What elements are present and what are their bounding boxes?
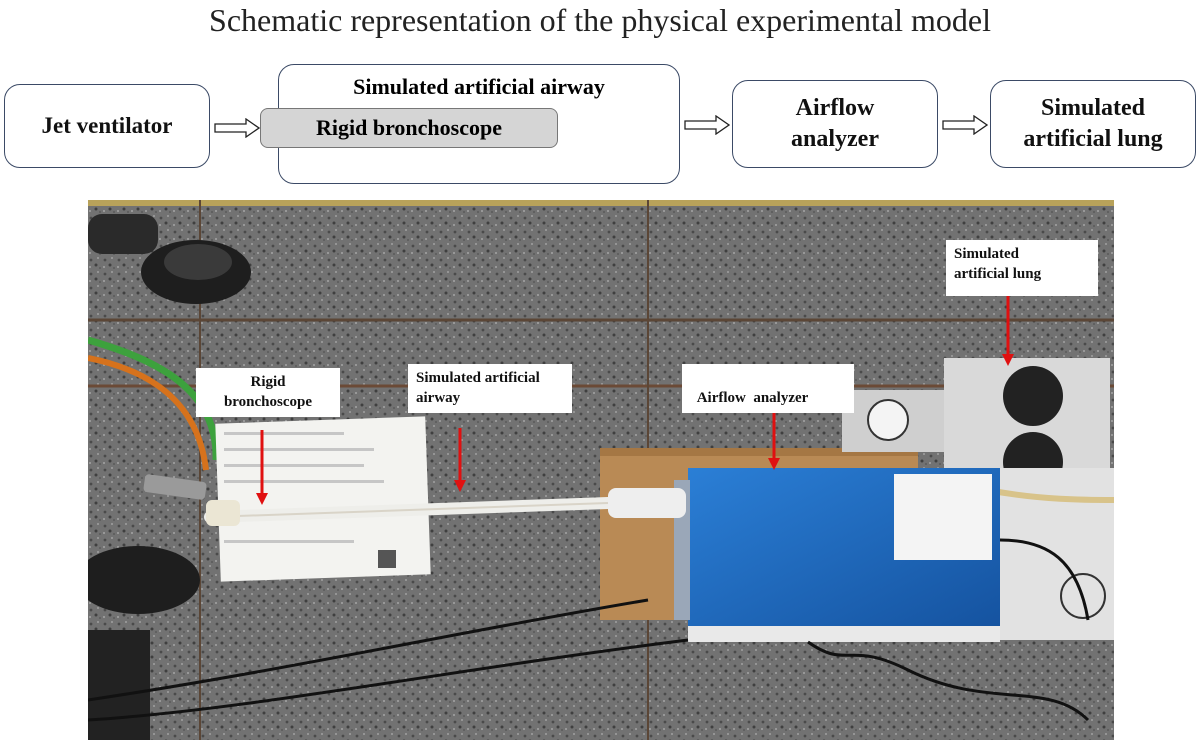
arrow-icon [684,115,730,135]
photo-label-rigid-bronchoscope: Rigid bronchoscope [196,368,340,417]
photo-label-simulated-lung: Simulated artificial lung [946,240,1098,296]
jet-ventilator-box: Jet ventilator [4,84,210,168]
arrow-icon [942,115,988,135]
experiment-photo [88,200,1114,740]
rigid-bronchoscope-label: Rigid bronchoscope [315,115,502,140]
airflow-analyzer-box: Airflow analyzer [732,80,938,168]
simulated-airway-label: Simulated artificial airway [353,74,605,99]
simulated-lung-label: Simulated artificial lung [1023,94,1163,152]
jet-ventilator-label: Jet ventilator [41,113,173,138]
airflow-analyzer-label: Airflow analyzer [791,94,879,152]
figure-title: Schematic representation of the physical… [209,2,991,38]
simulated-lung-box: Simulated artificial lung [990,80,1196,168]
rigid-bronchoscope-box: Rigid bronchoscope [260,108,558,148]
arrow-icon [214,118,260,138]
photo-label-simulated-airway: Simulated artificial airway [408,364,572,413]
photo-label-airflow-analyzer: Airflow analyzer [682,364,854,413]
